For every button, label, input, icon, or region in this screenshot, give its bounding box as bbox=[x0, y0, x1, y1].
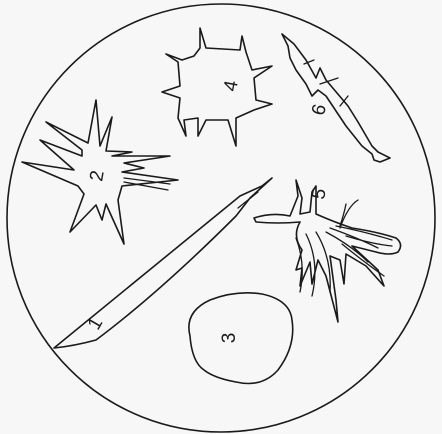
label-6: 6 bbox=[308, 102, 331, 118]
cell-6-elongated bbox=[282, 34, 390, 162]
cell-3-round bbox=[189, 293, 293, 384]
label-3: 3 bbox=[219, 333, 240, 344]
field-of-view-circle bbox=[7, 4, 435, 432]
label-2: 2 bbox=[86, 169, 109, 183]
label-5: 5 bbox=[308, 187, 331, 201]
cell-4-irregular bbox=[162, 28, 272, 146]
label-1: 1 bbox=[84, 314, 107, 334]
label-4: 4 bbox=[220, 78, 243, 92]
